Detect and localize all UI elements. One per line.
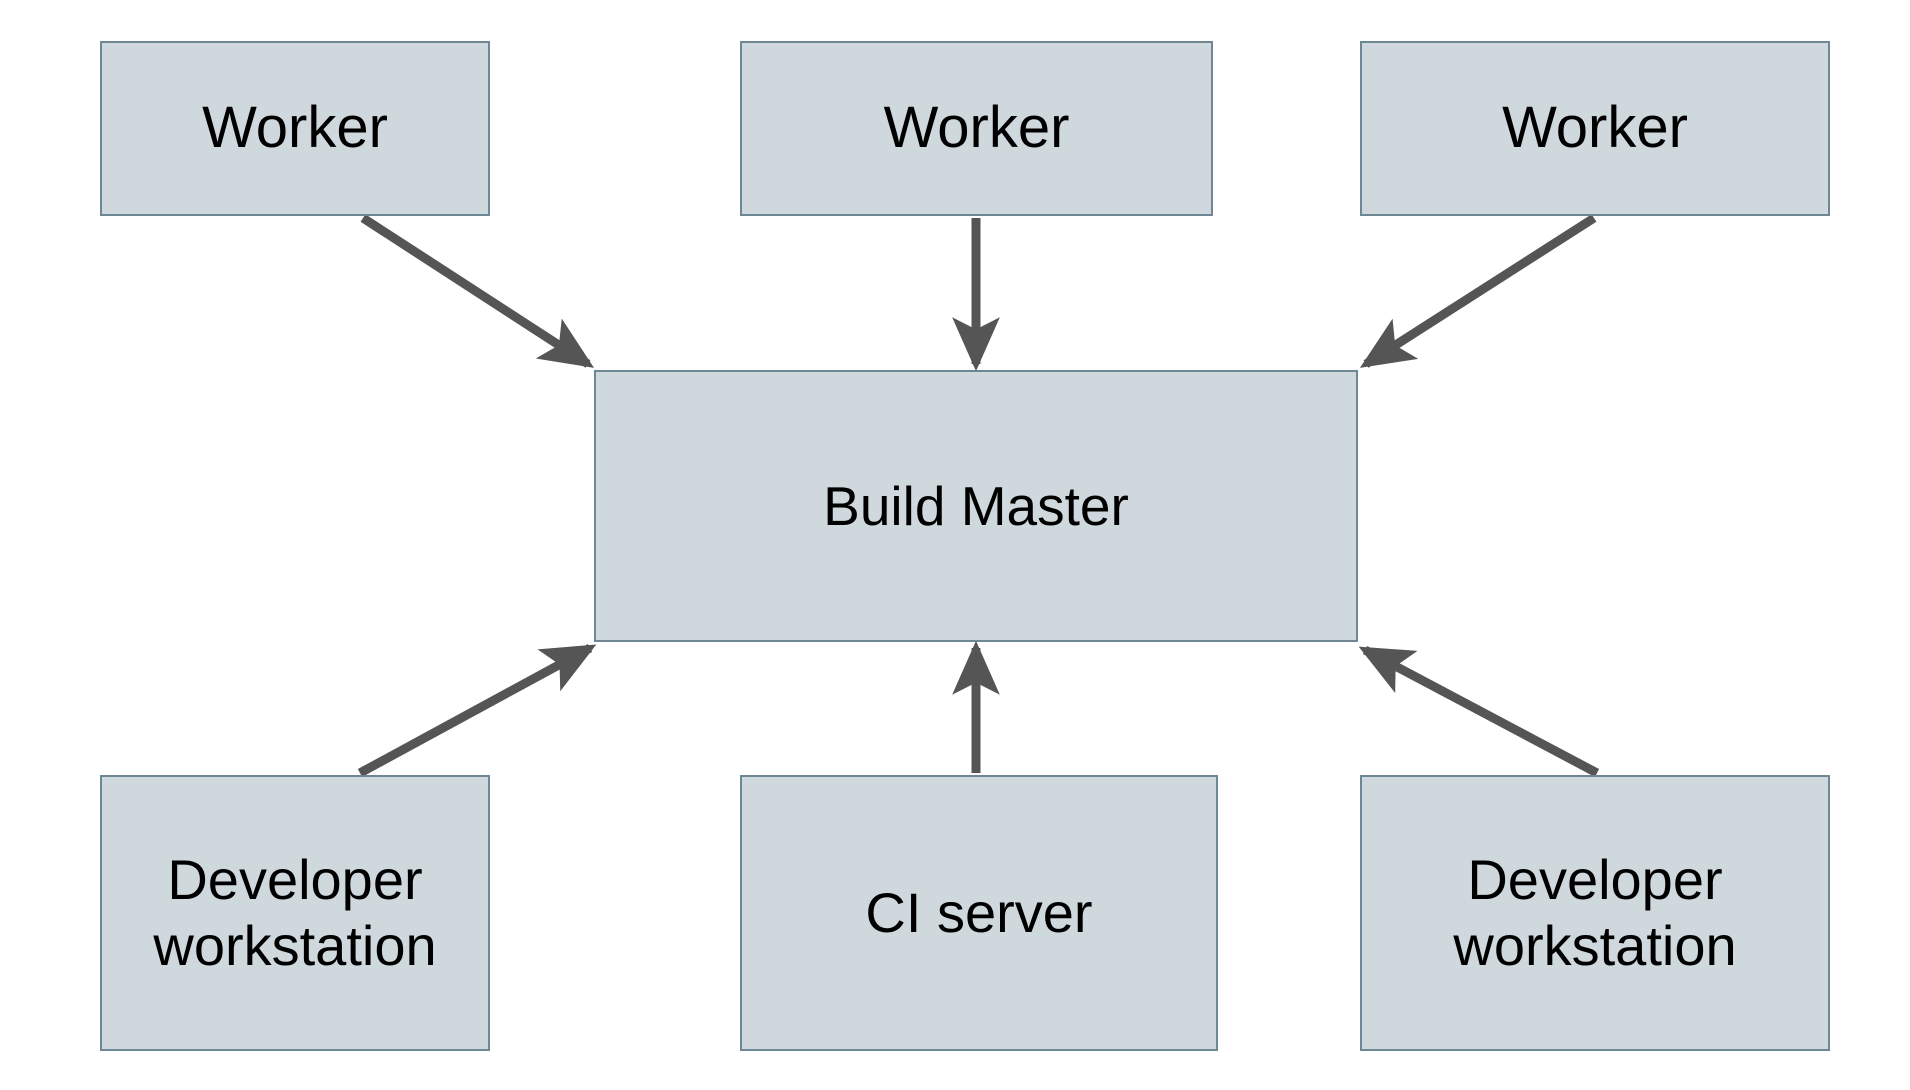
node-worker-left[interactable]: Worker	[100, 41, 490, 216]
node-developer-workstation-left[interactable]: Developer workstation	[100, 775, 490, 1051]
node-worker-center[interactable]: Worker	[740, 41, 1213, 216]
node-worker-right[interactable]: Worker	[1360, 41, 1830, 216]
edge-worker-right-to-master	[1359, 214, 1597, 368]
node-build-master[interactable]: Build Master	[594, 370, 1358, 642]
node-label: Build Master	[823, 474, 1129, 537]
edge-worker-left-to-master	[360, 214, 595, 368]
edge-dev-left-to-master	[357, 644, 597, 777]
node-label: Worker	[883, 95, 1070, 161]
node-label: Developer workstation	[1453, 847, 1737, 977]
node-ci-server[interactable]: CI server	[740, 775, 1218, 1051]
node-label: Developer workstation	[153, 847, 437, 977]
node-developer-workstation-right[interactable]: Developer workstation	[1360, 775, 1830, 1051]
node-label: Worker	[1502, 95, 1688, 161]
node-label: CI server	[865, 880, 1093, 944]
edge-dev-right-to-master	[1358, 646, 1600, 777]
node-label: Worker	[202, 95, 388, 161]
